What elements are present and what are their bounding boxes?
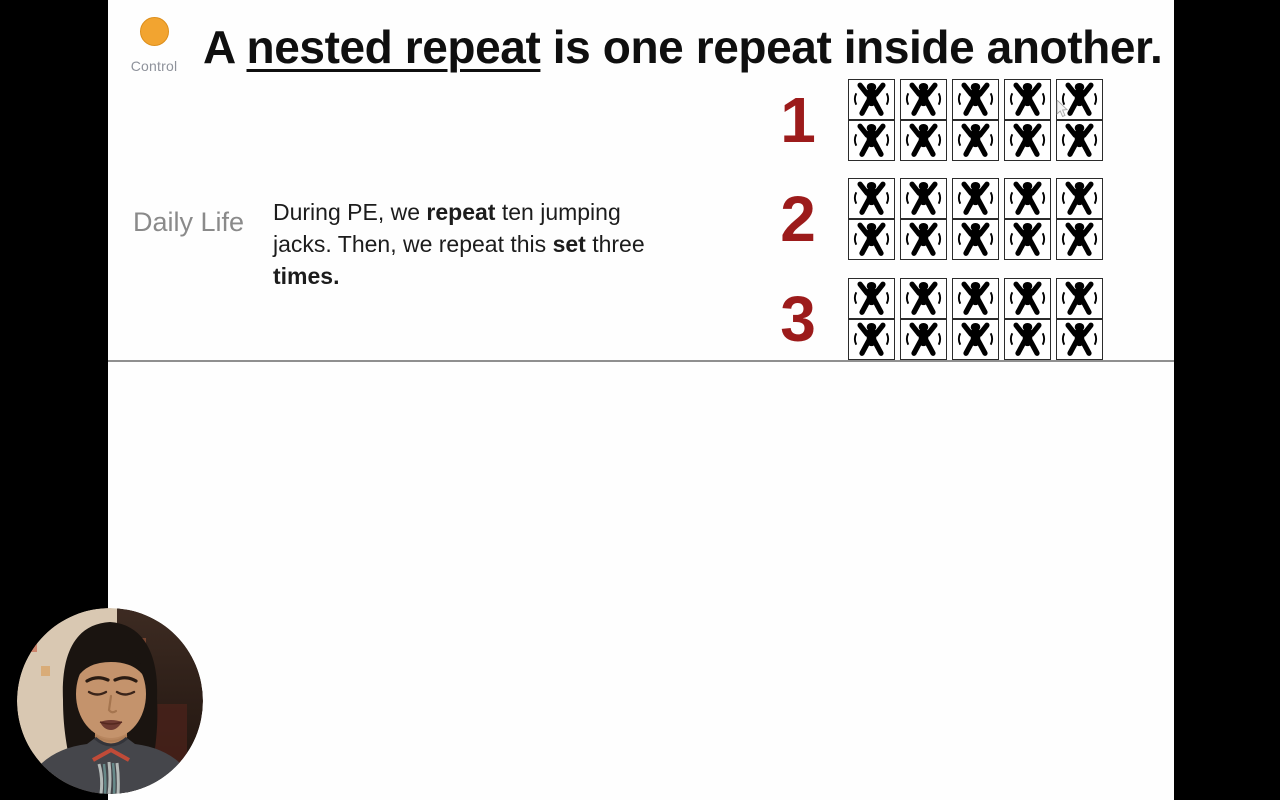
set-number: 1 [780, 84, 816, 156]
jumping-jack-icon [1004, 178, 1051, 219]
jumping-jack-icon [952, 219, 999, 260]
jumping-jack-icon [848, 120, 895, 161]
webcam-video [17, 608, 203, 794]
jumping-jack-icon [1004, 79, 1051, 120]
jumping-jack-icon [900, 79, 947, 120]
paragraph-line: jacks. Then, we repeat this set three [273, 231, 645, 257]
letterbox-right [1174, 0, 1280, 800]
jumping-jack-icon [1056, 219, 1103, 260]
jumping-jack-icon [848, 319, 895, 360]
title-pre: A [203, 21, 247, 73]
control-logo: Control [122, 17, 186, 74]
jumping-jack-set: 1 [763, 79, 1103, 161]
slide-title: A nested repeat is one repeat inside ano… [203, 20, 1163, 74]
jumping-jack-icon [848, 79, 895, 120]
section-divider [108, 360, 1174, 362]
jumping-jack-icon [952, 79, 999, 120]
category-label: Daily Life [133, 207, 245, 237]
paragraph-line: During PE, we repeat ten jumping [273, 199, 621, 225]
jumping-jack-icon [952, 178, 999, 219]
title-post: is one repeat inside another. [540, 21, 1163, 73]
example-paragraph: During PE, we repeat ten jumping jacks. T… [273, 196, 645, 292]
jumping-jack-icon [1056, 278, 1103, 319]
mouse-cursor-icon [1056, 100, 1069, 118]
jumping-jack-icon [848, 219, 895, 260]
jumping-jack-icon [848, 278, 895, 319]
jumping-jack-icon [952, 319, 999, 360]
jumping-jack-icon [952, 278, 999, 319]
jumping-jack-icon [900, 219, 947, 260]
jumping-jack-grid [848, 79, 1103, 161]
jumping-jack-icon [900, 278, 947, 319]
jumping-jack-icon [900, 319, 947, 360]
jumping-jack-icon [1056, 178, 1103, 219]
jumping-jack-icon [1056, 120, 1103, 161]
jumping-jack-icon [1004, 278, 1051, 319]
set-number: 3 [780, 283, 816, 355]
jumping-jack-set: 3 [763, 278, 1103, 360]
jumping-jack-set: 2 [763, 178, 1103, 260]
jumping-jack-icon [1004, 120, 1051, 161]
jumping-jack-icon [952, 120, 999, 161]
set-number: 2 [780, 183, 816, 255]
jumping-jack-icon [1056, 319, 1103, 360]
jumping-jack-icon [900, 178, 947, 219]
presenter-portrait [17, 608, 203, 794]
control-logo-label: Control [130, 58, 178, 74]
jumping-jack-grid [848, 278, 1103, 360]
slide: Control A nested repeat is one repeat in… [108, 0, 1174, 800]
jumping-jack-icon [1056, 79, 1103, 120]
jumping-jack-grid [848, 178, 1103, 260]
paragraph-line: times. [273, 263, 340, 289]
title-underlined-term: nested repeat [246, 21, 541, 73]
jumping-jack-icon [1004, 319, 1051, 360]
jumping-jack-icon [848, 178, 895, 219]
jumping-jack-icon [1004, 219, 1051, 260]
control-logo-icon [139, 17, 169, 46]
jumping-jack-icon [900, 120, 947, 161]
